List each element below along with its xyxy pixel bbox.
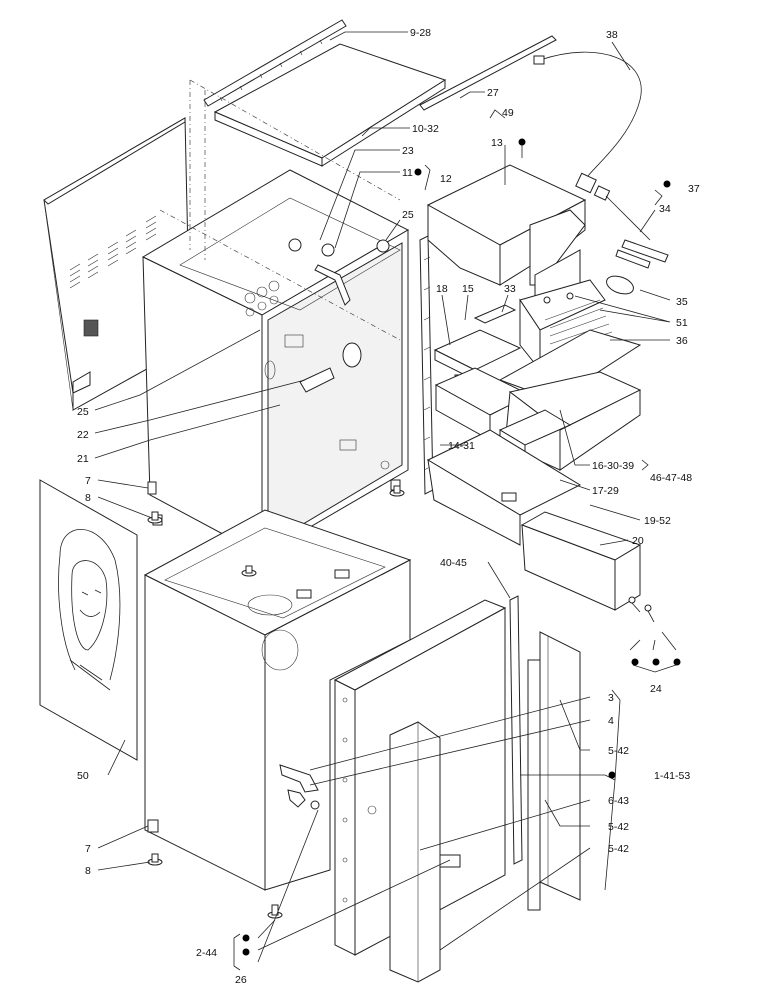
label-5-42-b: 5-42	[608, 821, 629, 833]
label-34: 34	[659, 203, 671, 215]
corner-profile	[389, 721, 461, 983]
drip-grid	[498, 279, 642, 471]
label-5-42-c: 5-42	[608, 843, 629, 855]
bullets	[242, 138, 681, 956]
cam	[606, 275, 634, 295]
label-40-45: 40-45	[440, 557, 467, 569]
label-5-42-a: 5-42	[608, 745, 629, 757]
label-49: 49	[502, 107, 514, 119]
label-50: 50	[77, 770, 89, 782]
label-2-44: 2-44	[196, 947, 217, 959]
label-9-28: 9-28	[410, 27, 431, 39]
label-33: 33	[504, 283, 516, 295]
label-12: 12	[440, 173, 452, 185]
label-8-top: 8	[85, 492, 91, 504]
power-cable	[533, 51, 651, 241]
seal-strip	[419, 35, 557, 111]
label-19-52: 19-52	[644, 515, 671, 527]
label-35: 35	[676, 296, 688, 308]
label-22: 22	[77, 429, 89, 441]
label-3: 3	[608, 692, 614, 704]
label-38: 38	[606, 29, 618, 41]
label-25-left: 25	[77, 406, 89, 418]
label-21: 21	[77, 453, 89, 465]
feet	[147, 485, 405, 919]
front-hinge-strip	[509, 595, 523, 865]
label-51: 51	[676, 317, 688, 329]
label-14-31: 14-31	[448, 440, 475, 452]
label-27: 27	[487, 87, 499, 99]
label-37: 37	[688, 183, 700, 195]
label-25-top: 25	[402, 209, 414, 221]
lower-cabinet	[143, 509, 412, 891]
label-17-29: 17-29	[592, 485, 619, 497]
front-graphic-panel	[39, 479, 138, 761]
label-24: 24	[650, 683, 662, 695]
coin-box	[520, 511, 655, 623]
label-13: 13	[491, 137, 503, 149]
label-1-41-53: 1-41-53	[654, 770, 690, 782]
label-15: 15	[462, 283, 474, 295]
label-10-32: 10-32	[412, 123, 439, 135]
upper-cabinet	[141, 169, 410, 571]
lever	[615, 239, 669, 269]
top-lid	[213, 43, 447, 167]
alignment-lines	[159, 79, 401, 341]
label-7-bottom: 7	[85, 843, 91, 855]
chute	[426, 429, 582, 546]
label-18: 18	[436, 283, 448, 295]
label-7-top: 7	[85, 475, 91, 487]
side-panel-1	[539, 631, 581, 901]
label-36: 36	[676, 335, 688, 347]
hinge-strip-side	[419, 235, 434, 495]
label-6-43: 6-43	[608, 795, 629, 807]
hinge-strip-top	[203, 19, 347, 107]
part-labels: 9-28 38 27 49 10-32 13 23 11 12 25 37 34…	[77, 27, 700, 986]
label-8-bottom: 8	[85, 865, 91, 877]
label-11: 11	[402, 167, 413, 179]
label-26: 26	[235, 974, 247, 986]
bracket	[279, 764, 320, 810]
leader-lines	[94, 31, 677, 971]
label-20: 20	[632, 535, 644, 547]
label-16-30-39: 16-30-39	[592, 460, 634, 472]
label-4: 4	[608, 715, 614, 727]
label-23: 23	[402, 145, 414, 157]
canister	[426, 164, 587, 326]
label-46-47-48: 46-47-48	[650, 472, 692, 484]
side-panel-2	[527, 659, 541, 911]
